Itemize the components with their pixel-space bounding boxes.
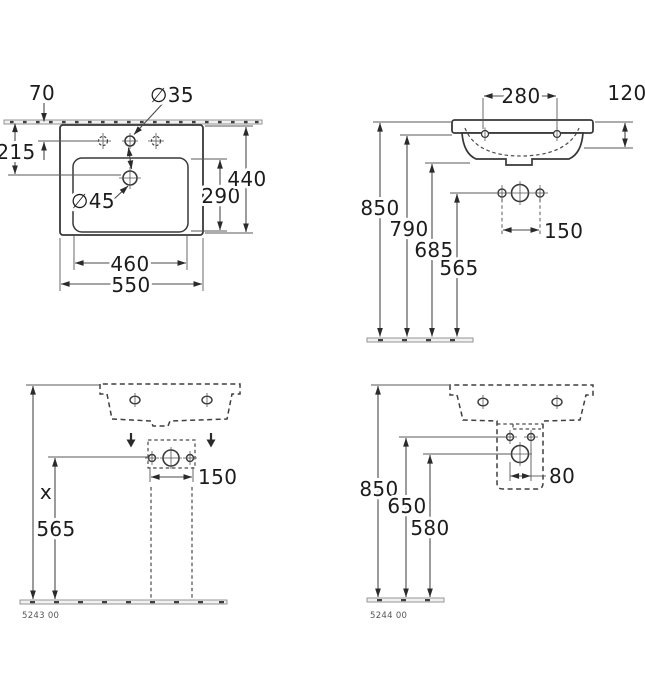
drain-pipe-dashed <box>150 487 193 598</box>
bowl-hidden-edge <box>464 127 580 157</box>
dim-label-rim-height: 850 <box>359 477 398 501</box>
dim-label-overall-width: 550 <box>111 273 150 297</box>
basin-side-outline-dashed <box>449 384 594 490</box>
dim-rim-height <box>371 384 450 598</box>
fixing-hole-left <box>480 127 490 141</box>
dim-bowl-depth <box>191 158 227 232</box>
dim-label-height-x: x <box>40 480 52 504</box>
dim-label-bowl-depth: 290 <box>201 184 240 208</box>
dim-supply-height <box>450 192 497 337</box>
dim-label-fixing-height: 650 <box>387 494 426 518</box>
dim-fixing-height <box>399 436 506 598</box>
floor-hatch-front <box>366 337 474 343</box>
dim-label-back-height: 120 <box>607 81 645 105</box>
dim-back-height <box>584 121 633 149</box>
dim-height-x <box>26 384 100 600</box>
mounting-arrow-right <box>206 433 216 448</box>
dim-label-supply-centres: 150 <box>544 219 583 243</box>
dim-label-bowl-width: 460 <box>110 252 149 276</box>
basin-outline-dashed <box>99 383 241 427</box>
dim-supply-centres <box>149 467 194 482</box>
dim-drain-height <box>423 453 511 598</box>
floor-hatch <box>19 599 228 605</box>
dim-supply-height <box>48 456 148 600</box>
dim-label-tap-hole-diameter: ∅35 <box>150 83 194 107</box>
plan-view: 70 215 ∅35 ∅45 290 440 460 550 <box>0 78 269 300</box>
dim-label-overall-depth: 440 <box>227 167 266 191</box>
tap-hole-right <box>148 133 164 149</box>
washbasin-rim-front <box>451 119 594 134</box>
dim-label-drain-from-wall: 215 <box>0 140 36 164</box>
dim-drain-from-wall <box>8 123 121 176</box>
supply-holes <box>145 447 197 469</box>
product-code: 5244 00 <box>370 611 407 621</box>
fixing-hole-right <box>552 127 562 141</box>
dim-rim-height <box>373 121 452 337</box>
dim-label-drain-height: 580 <box>410 516 449 540</box>
wall-hatch <box>3 119 263 125</box>
fixing-hole-right <box>551 395 563 409</box>
dim-label-fixing-centres: 280 <box>501 84 540 108</box>
dim-fixing-centres <box>482 93 558 129</box>
dim-underside-height <box>400 134 452 337</box>
installation-front-view: x 565 150 5243 00 <box>19 383 241 621</box>
floor-hatch <box>366 597 445 603</box>
fixing-hole-left <box>477 395 489 409</box>
installation-side-view: 850 650 580 80 5244 00 <box>356 384 594 621</box>
dim-label-supply-centres: 150 <box>198 465 237 489</box>
dim-label-drain-diameter: ∅45 <box>71 189 115 213</box>
dim-overall-depth <box>205 125 253 234</box>
supply-holes <box>494 181 548 205</box>
dim-label-supply-height: 565 <box>439 256 478 280</box>
washbasin-body-front <box>461 132 584 166</box>
fixing-hole-left <box>129 393 141 407</box>
dim-wall-offset <box>38 103 98 160</box>
diameter-leaders <box>107 99 167 201</box>
supply-holes <box>503 430 538 466</box>
dim-label-supply-height: 565 <box>36 517 75 541</box>
dim-label-basin-bottom-height: 685 <box>414 238 453 262</box>
dim-bowl-width <box>73 236 188 270</box>
mounting-arrow-left <box>126 433 136 448</box>
fixing-hole-right <box>201 393 213 407</box>
dim-label-supply-offset: 80 <box>549 464 575 488</box>
dim-supply-centres <box>501 199 541 236</box>
dim-overall-width <box>59 238 204 291</box>
tap-hole-center <box>122 133 138 149</box>
product-code: 5243 00 <box>22 611 59 621</box>
dim-basin-bottom-height <box>425 162 470 337</box>
dim-label-rim-height: 850 <box>360 196 399 220</box>
drain-hole <box>119 167 141 189</box>
dim-label-underside-height: 790 <box>389 217 428 241</box>
front-view: 280 120 850 790 685 565 150 <box>357 78 645 343</box>
dim-label-wall-offset: 70 <box>29 81 55 105</box>
dim-supply-offset <box>509 444 546 481</box>
